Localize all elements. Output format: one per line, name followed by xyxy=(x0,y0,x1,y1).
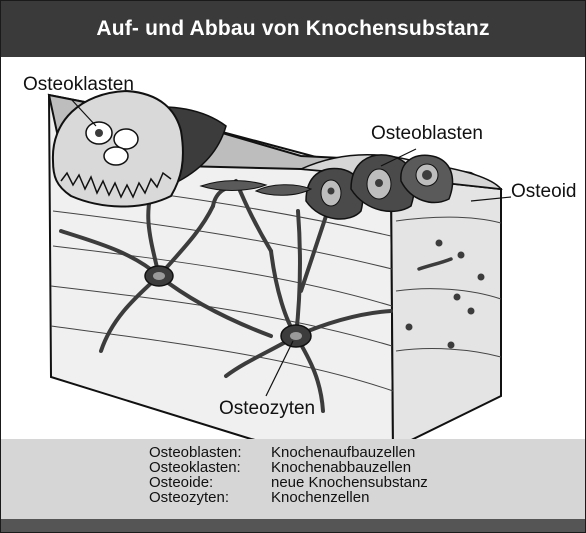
legend-box: Osteoblasten:Knochenaufbauzellen Osteokl… xyxy=(1,439,585,519)
bone-diagram xyxy=(1,57,585,441)
legend-term: Osteoide: xyxy=(149,475,271,490)
osteocyte-nucleus xyxy=(153,272,165,280)
label-osteozyten: Osteozyten xyxy=(219,398,315,420)
osteoclast-nucleus xyxy=(104,147,128,165)
osteocyte-nucleus xyxy=(290,332,302,340)
legend-term: Osteoblasten: xyxy=(149,445,271,460)
legend-row: Osteoklasten:Knochenabbauzellen xyxy=(149,460,411,475)
legend-definition: Knochenzellen xyxy=(271,489,369,506)
title-bar: Auf- und Abbau von Knochensubstanz xyxy=(1,1,585,57)
legend-term: Osteoklasten: xyxy=(149,460,271,475)
legend-term: Osteozyten: xyxy=(149,490,271,505)
label-osteoklasten: Osteoklasten xyxy=(23,74,134,96)
legend-row: Osteoblasten:Knochenaufbauzellen xyxy=(149,445,415,460)
label-osteoid: Osteoid xyxy=(511,181,576,203)
figure-title: Auf- und Abbau von Knochensubstanz xyxy=(96,17,489,41)
label-osteoblasten: Osteoblasten xyxy=(371,123,483,145)
osteoclast-nucleus xyxy=(114,129,138,149)
legend-row: Osteozyten:Knochenzellen xyxy=(149,490,369,505)
legend-row: Osteoide:neue Knochensubstanz xyxy=(149,475,428,490)
bottom-bar xyxy=(1,519,585,532)
